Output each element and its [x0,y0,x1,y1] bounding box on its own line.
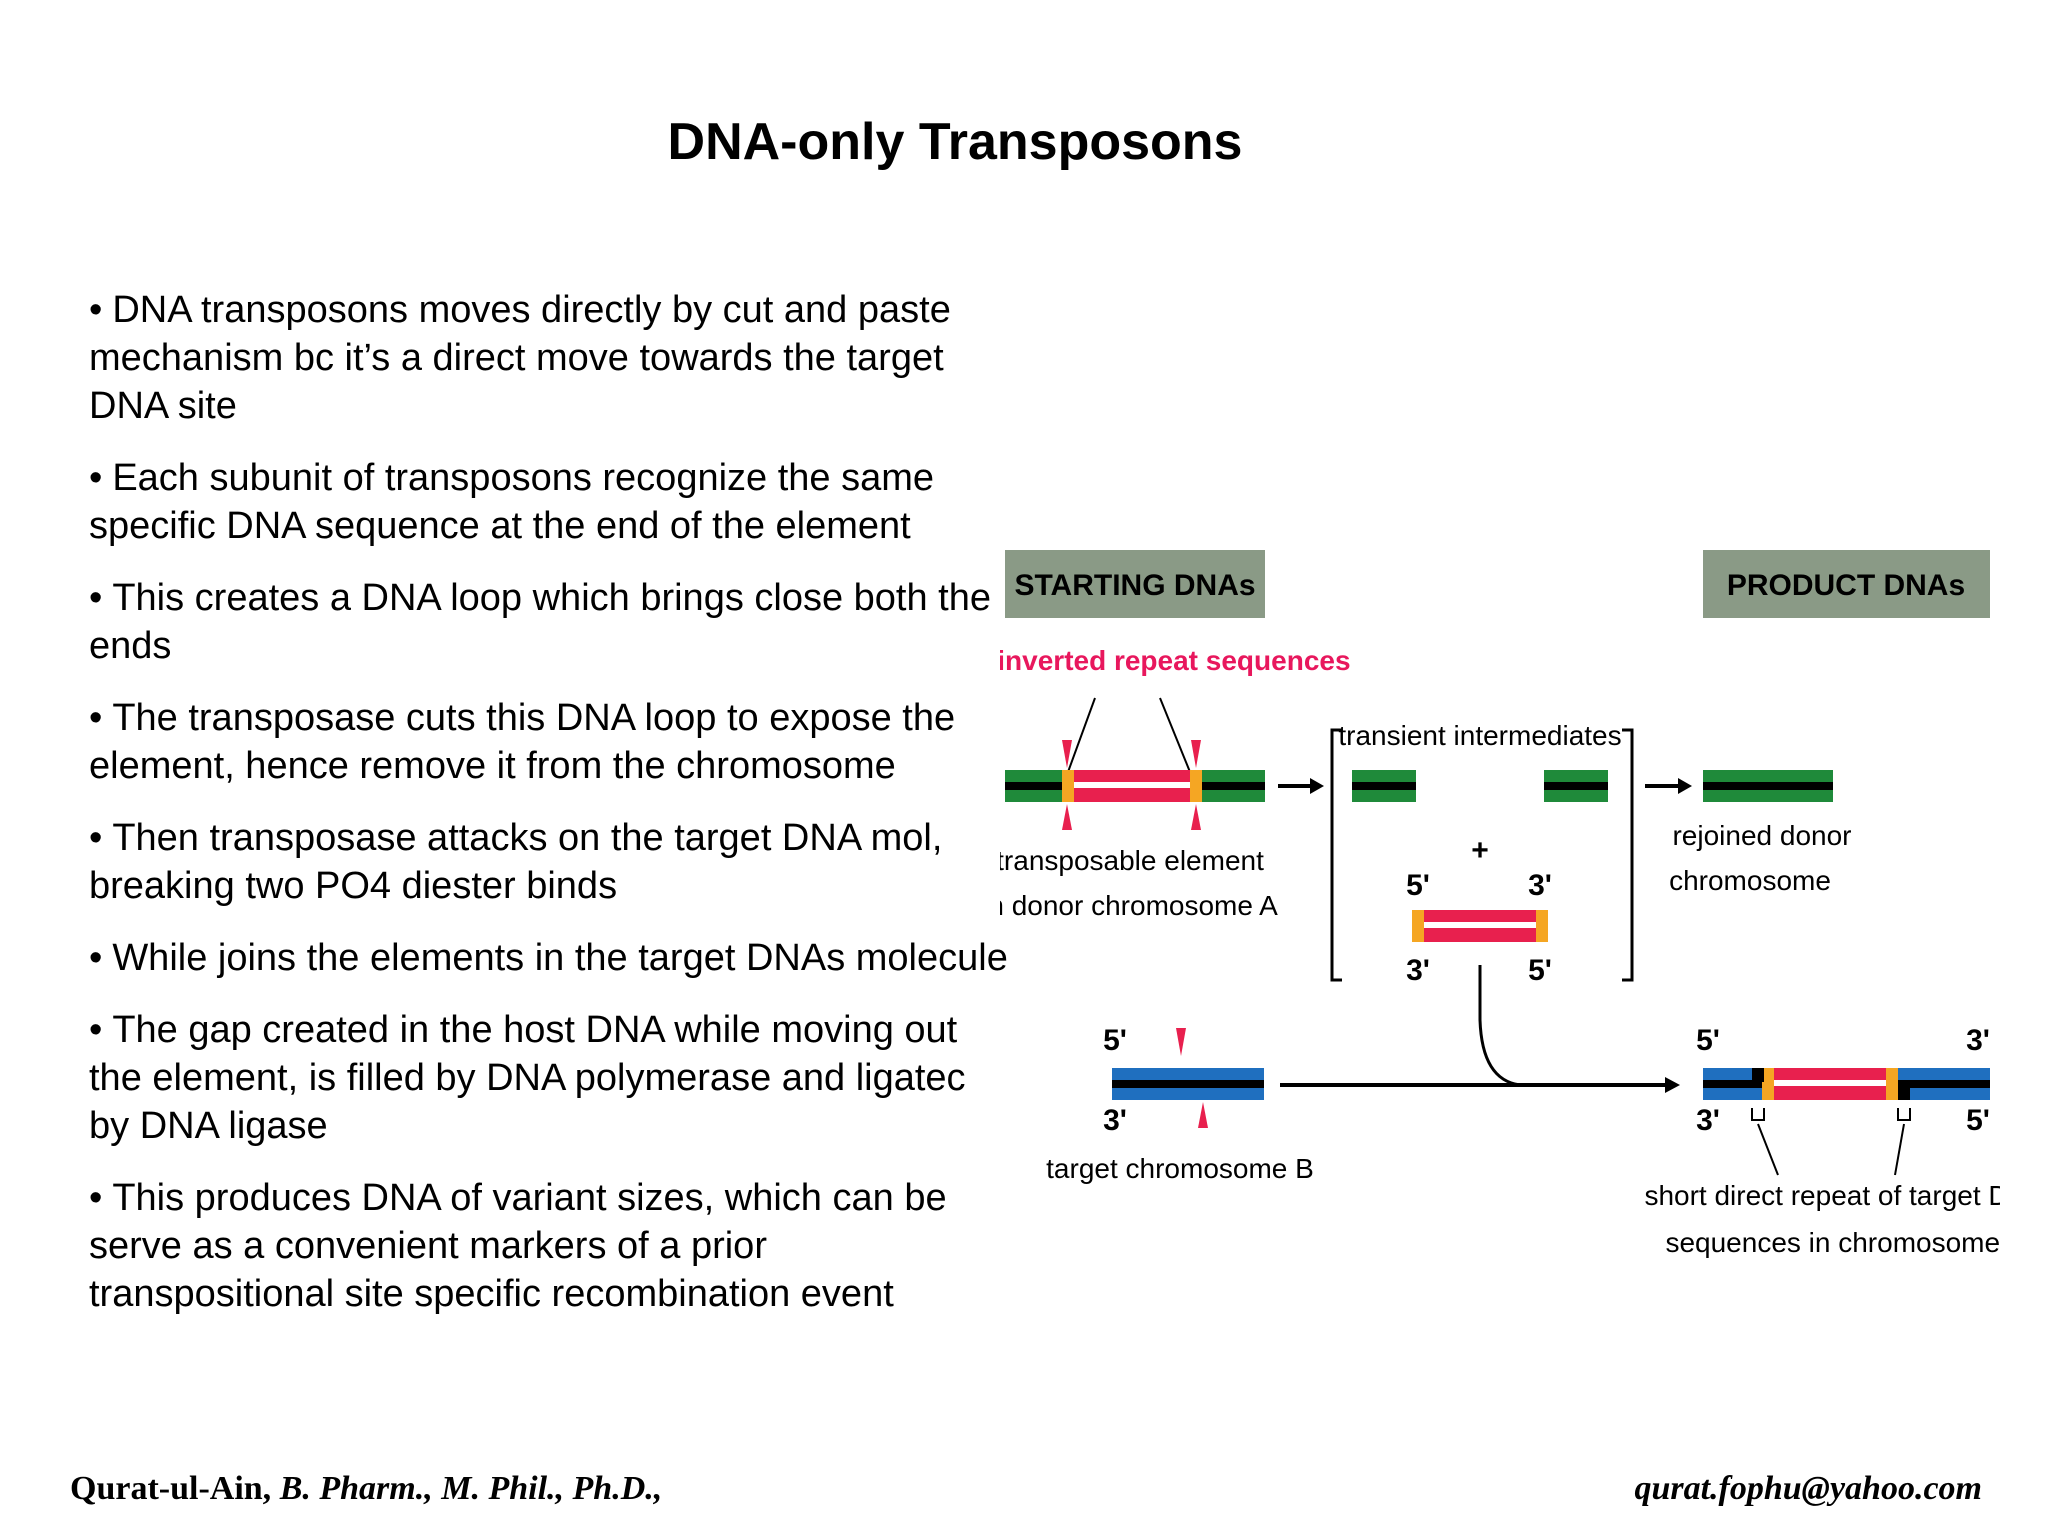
product-header-box [1703,550,1990,618]
repeat-bracket [1751,1108,1765,1121]
arrow-head-icon [1310,778,1324,794]
end-label-5: 5' [1528,954,1552,987]
end-label-3: 3' [1966,1024,1990,1057]
slide-title: DNA-only Transposons [667,113,1243,171]
end-label-3: 3' [1103,1104,1127,1137]
end-label-5: 5' [1103,1024,1127,1057]
direct-repeat-label-1: short direct repeat of target DNA [1644,1180,2000,1211]
transient-label: transient intermediates [1338,720,1621,751]
bullet-item: •While joins the elements in the target … [89,934,1009,982]
bullet-dot: • [89,289,103,331]
bullet-item: •This produces DNA of variant sizes, whi… [89,1174,1009,1318]
bullet-text: While joins the elements in the target D… [112,937,1008,979]
product-chromosome-b [1703,1068,1990,1100]
donor-fragment-right [1544,770,1608,802]
repeat-bracket [1897,1108,1911,1121]
excised-element [1412,910,1548,942]
direct-repeat-label-2: sequences in chromosome B [1665,1227,2000,1258]
donor-chromosome-a [1005,770,1265,802]
cut-marker-icon [1191,740,1201,768]
transposable-label-1: transposable element [1000,845,1264,876]
bullet-item: •The gap created in the host DNA while m… [89,1006,1009,1150]
rejoined-label-2: chromosome [1669,865,1831,896]
bullet-list: •DNA transposons moves directly by cut a… [89,286,1009,1342]
bullet-dot: • [89,817,103,859]
bullet-dot: • [89,1009,103,1051]
end-label-3: 3' [1696,1104,1720,1137]
bullet-text: This creates a DNA loop which brings clo… [89,577,991,667]
rejoined-label-1: rejoined donor [1672,820,1851,851]
author-credentials: B. Pharm., M. Phil., Ph.D., [279,1470,663,1507]
footer-author: Qurat-ul-Ain, B. Pharm., M. Phil., Ph.D.… [70,1470,662,1508]
bullet-text: The gap created in the host DNA while mo… [89,1009,966,1147]
bracket-left [1330,728,1342,982]
target-label: target chromosome B [1046,1153,1314,1184]
cut-marker-icon [1062,804,1072,830]
insertion-arrow [1478,965,1521,1087]
bullet-item: •Then transposase attacks on the target … [89,814,1009,910]
pointer-line [1067,697,1096,773]
pointer-line [1159,697,1191,773]
target-chromosome-b [1112,1068,1264,1100]
bullet-item: •Each subunit of transposons recognize t… [89,454,1009,550]
cut-marker-icon [1191,804,1201,830]
bullet-text: The transposase cuts this DNA loop to ex… [89,697,956,787]
product-header: PRODUCT DNAs [1727,569,1965,602]
starting-header-box [1005,550,1265,618]
transposition-diagram: STARTING DNAs PRODUCT DNAs short inverte… [1000,550,2000,1258]
bullet-text: Then transposase attacks on the target D… [89,817,943,907]
author-name: Qurat-ul-Ain, [70,1470,272,1507]
pointer-line [1757,1123,1779,1176]
bullet-dot: • [89,937,103,979]
end-label-3: 3' [1528,869,1552,902]
rejoined-donor-chromosome [1703,770,1833,802]
end-label-5: 5' [1966,1104,1990,1137]
bullet-text: This produces DNA of variant sizes, whic… [89,1177,947,1315]
bullet-item: •This creates a DNA loop which brings cl… [89,574,1009,670]
transposable-label-2: in donor chromosome A [1000,890,1278,921]
bullet-item: •The transposase cuts this DNA loop to e… [89,694,1009,790]
donor-fragment-left [1352,770,1416,802]
pointer-line [1894,1123,1905,1176]
end-label-5: 5' [1406,869,1430,902]
arrow-head-icon [1665,1077,1680,1093]
starting-header: STARTING DNAs [1014,569,1255,602]
bullet-item: •DNA transposons moves directly by cut a… [89,286,1009,430]
inverted-repeats-label: short inverted repeat sequences [1000,645,1351,676]
cut-marker-icon [1198,1102,1208,1128]
bullet-dot: • [89,1177,103,1219]
end-label-3: 3' [1406,954,1430,987]
bullet-dot: • [89,577,103,619]
end-label-5: 5' [1696,1024,1720,1057]
cut-marker-icon [1176,1028,1186,1056]
bullet-text: Each subunit of transposons recognize th… [89,457,935,547]
bullet-text: DNA transposons moves directly by cut an… [89,289,951,427]
cut-marker-icon [1062,740,1072,768]
arrow-head-icon [1678,778,1692,794]
bracket-right [1622,728,1634,982]
bullet-dot: • [89,697,103,739]
footer-email[interactable]: qurat.fophu@yahoo.com [1634,1470,1982,1507]
bullet-dot: • [89,457,103,499]
plus-sign: + [1471,834,1489,867]
